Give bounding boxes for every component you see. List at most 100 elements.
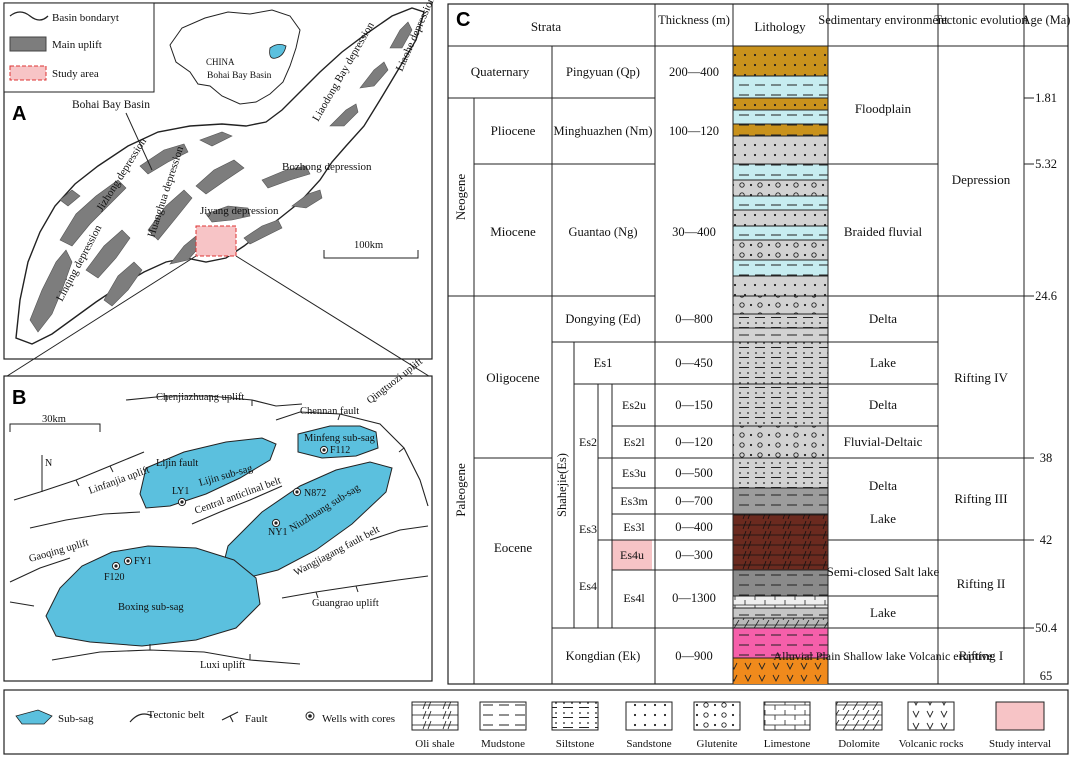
label-minfeng: Minfeng sub-sag (304, 433, 376, 444)
age-42: 42 (1040, 533, 1053, 547)
thickness-es3u: 0—500 (675, 466, 713, 480)
epoch-miocene: Miocene (490, 224, 536, 239)
panel-label-c: C (456, 9, 470, 31)
env-delta-1: Delta (869, 311, 897, 326)
age-50-4: 50.4 (1035, 621, 1058, 635)
legend-mudstone: Mudstone (481, 738, 525, 750)
label-chennan-fault: Chennan fault (300, 406, 359, 417)
age-38: 38 (1040, 451, 1053, 465)
zoom-line-left (3, 255, 197, 379)
north-label: N (45, 458, 52, 469)
panel-label-b: B (12, 387, 26, 409)
label-ly1: LY1 (172, 486, 189, 497)
epoch-eocene: Eocene (494, 540, 532, 555)
fault-ticks (75, 396, 405, 660)
dolomite-legend-icon (835, 701, 883, 731)
legend-wells: Wells with cores (322, 713, 395, 725)
label-chenjiazhuang: Chenjiazhuang uplift (156, 392, 244, 403)
panel-label-a: A (12, 103, 26, 125)
label-lijin-fault: Lijin fault (156, 458, 198, 469)
inset-basin-label: Bohai Bay Basin (207, 71, 272, 81)
well-f120-icon (111, 561, 121, 571)
label-jiyang: Jiyang depression (200, 205, 279, 217)
label-n872: N872 (304, 488, 326, 499)
main-uplifts (29, 21, 413, 333)
member-es2u: Es2u (622, 398, 646, 412)
thickness-es4u: 0—300 (675, 548, 713, 562)
legend-dolomite: Dolomite (838, 738, 880, 750)
label-ny1: NY1 (268, 527, 287, 538)
thickness-dongying: 0—800 (675, 312, 713, 326)
epoch-oligocene: Oligocene (486, 370, 540, 385)
age-24-6: 24.6 (1035, 289, 1057, 303)
wells (111, 445, 329, 571)
well-ly1-icon (177, 497, 187, 507)
scale-bar-b (9, 423, 101, 432)
header-environment: Sedimentary environment (818, 13, 948, 27)
lithology-column (733, 46, 828, 684)
panel-c: C (447, 3, 1070, 685)
env-semi-closed: Semi-closed Salt lake (827, 564, 940, 579)
member-es3m: Es3m (620, 494, 648, 508)
thickness-es1: 0—450 (675, 356, 713, 370)
study-area-box (195, 225, 237, 257)
member-es3u: Es3u (622, 466, 646, 480)
well-f112-icon (319, 445, 329, 455)
study-interval-legend-icon (995, 701, 1045, 731)
boxing-sub-sag (45, 545, 261, 647)
table-grid (448, 4, 1068, 684)
legend-siltstone: Siltstone (556, 738, 595, 750)
well-ny1-icon (271, 518, 281, 528)
lijin-sub-sag (139, 437, 277, 509)
tectonic-depression: Depression (952, 172, 1011, 187)
zoom-line-right (235, 255, 433, 379)
bohai-inset-marker (269, 44, 287, 59)
oil-shale-legend-icon (411, 701, 459, 731)
bohai-pointer-line (125, 112, 153, 171)
age-1-81: 1.81 (1035, 91, 1057, 105)
member-es1: Es1 (594, 356, 613, 370)
era-quaternary: Quaternary (471, 64, 530, 79)
label-guangrao: Guangrao uplift (312, 598, 379, 609)
era-neogene: Neogene (453, 174, 468, 220)
legend-sandstone: Sandstone (626, 738, 671, 750)
label-fy1: FY1 (134, 556, 152, 567)
glutenite-legend-icon (693, 701, 741, 731)
legend-fault: Fault (245, 713, 268, 725)
thickness-es4l: 0—1300 (672, 591, 716, 605)
thickness-es3l: 0—400 (675, 520, 713, 534)
formation-dongying: Dongying (Ed) (565, 312, 640, 326)
legend-limestone: Limestone (764, 738, 811, 750)
study-area-legend-icon (9, 65, 47, 81)
env-lake-3: Lake (870, 605, 896, 620)
label-bozhong: Bozhong depression (282, 161, 372, 173)
scale-label-a: 100km (354, 240, 383, 251)
well-fy1-icon (123, 556, 133, 566)
member-es4l: Es4l (623, 591, 645, 605)
sub-sags (45, 425, 393, 647)
inset-china-label: CHINA (206, 57, 235, 67)
member-es4u: Es4u (620, 548, 644, 562)
volcanic-legend-icon (907, 701, 955, 731)
member-es2: Es2 (579, 435, 597, 449)
thickness-es3m: 0—700 (675, 494, 713, 508)
bottom-legend: Sub-sag Tectonic belt Fault Wells with c… (3, 689, 1069, 755)
epoch-pliocene: Pliocene (491, 123, 536, 138)
tectonic-rifting-4: Rifting IV (954, 370, 1008, 385)
env-alluvial: Alluvial Plain Shallow lake Volcanic eru… (773, 649, 992, 663)
tectonic-rifting-1: Rifting I (959, 648, 1003, 663)
legend-volcanic: Volcanic rocks (899, 738, 964, 750)
env-lake-2: Lake (870, 511, 896, 526)
label-luxi: Luxi uplift (200, 660, 245, 671)
minfeng-sub-sag (297, 425, 379, 459)
formation-pingyuan: Pingyuan (Qp) (566, 65, 640, 79)
env-floodplain: Floodplain (855, 101, 912, 116)
china-inset-map (169, 9, 301, 105)
member-es4: Es4 (579, 579, 597, 593)
study-interval-highlight (612, 540, 652, 570)
label-f120: F120 (104, 572, 125, 583)
sub-sag-legend-icon (15, 709, 53, 725)
formation-minghuazhen: Minghuazhen (Nm) (554, 124, 653, 138)
well-legend-icon (305, 711, 315, 721)
scale-bar-a (323, 250, 419, 259)
